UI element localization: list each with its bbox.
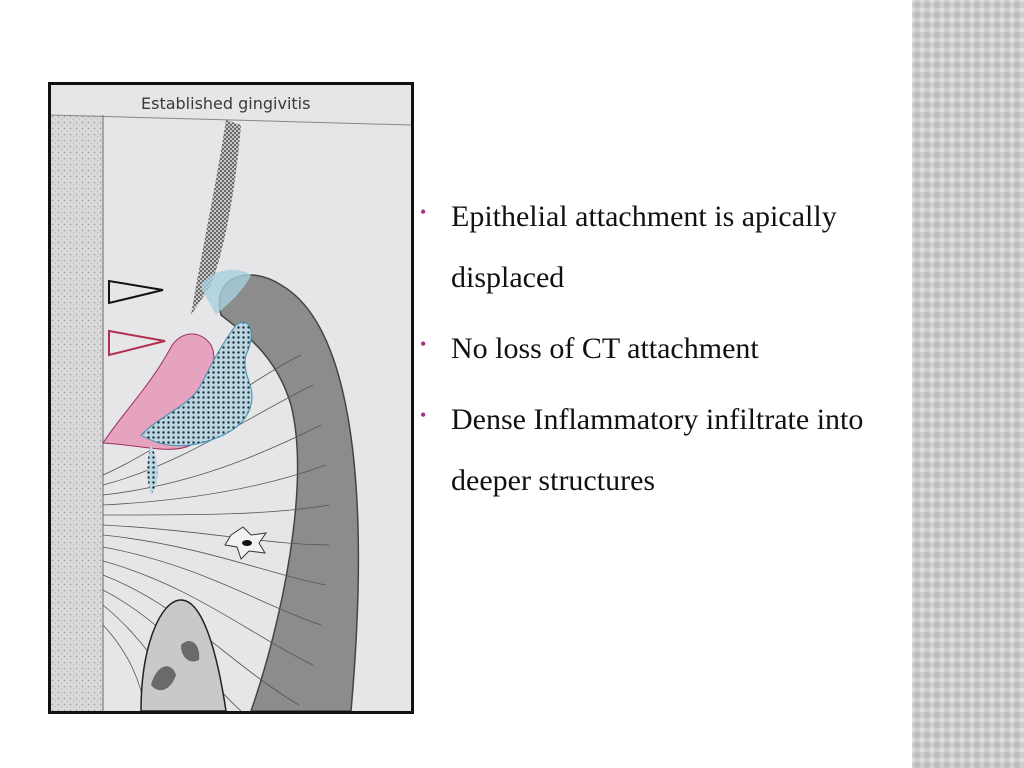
gingiva-tissue	[218, 274, 360, 711]
bullet-text: No loss of CT attachment	[451, 332, 759, 365]
bullet-dot-icon: •	[420, 334, 427, 354]
marker-triangle-pink	[108, 329, 166, 357]
teal-infiltrate	[140, 322, 253, 447]
bullet-text: Dense Inflammatory infiltrate into deepe…	[451, 403, 864, 497]
gingivitis-diagram: Established gingivitis	[48, 82, 414, 714]
bullet-dot-icon: •	[420, 405, 427, 425]
enamel-hatch	[191, 120, 241, 315]
bullet-list: • Epithelial attachment is apically disp…	[420, 186, 900, 521]
marker-triangle-black	[108, 279, 164, 305]
tooth-surface	[51, 115, 103, 711]
bullet-dot-icon: •	[420, 202, 427, 222]
bullet-item: • No loss of CT attachment	[420, 318, 900, 379]
bullet-item: • Dense Inflammatory infiltrate into dee…	[420, 389, 900, 511]
alveolar-bone	[140, 599, 227, 711]
bullet-item: • Epithelial attachment is apically disp…	[420, 186, 900, 308]
bullet-text: Epithelial attachment is apically displa…	[451, 200, 837, 294]
figure-title: Established gingivitis	[141, 94, 310, 113]
decorative-side-band	[912, 0, 1024, 768]
